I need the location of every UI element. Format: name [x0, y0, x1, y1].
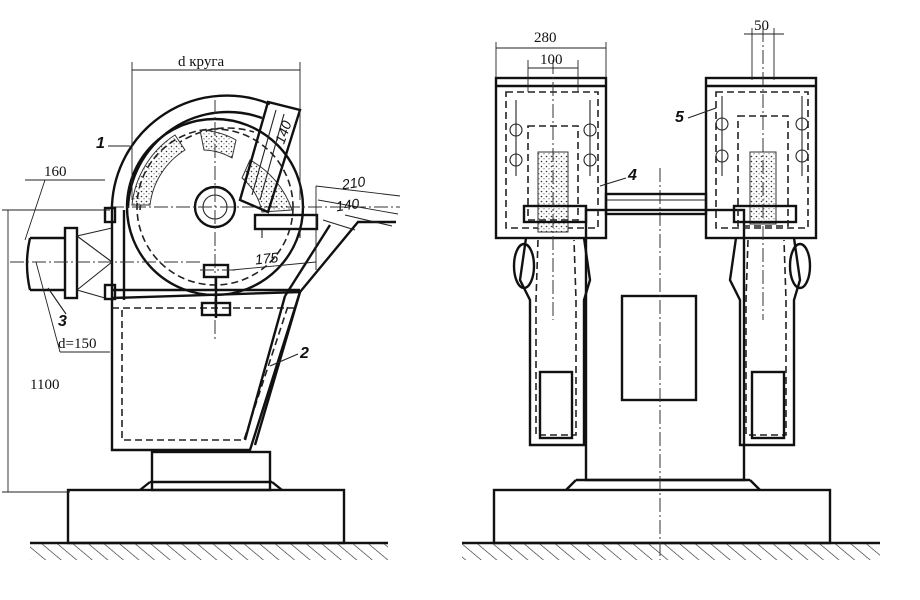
svg-text:2: 2 [299, 345, 309, 362]
dim-140-right: 140 [335, 195, 361, 214]
ground-right [462, 541, 880, 560]
dim-duct-diameter: d=150 [58, 336, 96, 352]
callout-3: 3 [47, 287, 67, 330]
dim-wheel-diameter: d круга [178, 54, 224, 70]
callout-4: 4 [599, 167, 637, 187]
chute [243, 214, 396, 446]
dim-280: 280 [534, 30, 557, 46]
callout-5: 5 [675, 107, 717, 126]
dim-50: 50 [754, 18, 769, 34]
tool-rest [253, 213, 319, 238]
dim-100: 100 [540, 52, 563, 68]
wheel-unit-right [704, 28, 818, 447]
ground-left [30, 541, 388, 560]
dim-160: 160 [44, 164, 67, 180]
base-plinth-left [66, 450, 346, 545]
base-plinth-right [492, 478, 832, 545]
dimension-lines-right [495, 28, 784, 92]
dim-140-top: 140 [272, 118, 295, 146]
callout-1: 1 [96, 135, 130, 152]
svg-text:3: 3 [58, 313, 67, 330]
dimension-lines-left [2, 62, 401, 493]
callout-2: 2 [269, 345, 309, 367]
center-column [584, 168, 746, 560]
dim-210: 210 [340, 173, 367, 192]
dim-1100: 1100 [30, 377, 59, 393]
svg-text:5: 5 [675, 109, 685, 126]
wheel-unit-left [494, 60, 608, 447]
svg-text:4: 4 [627, 167, 637, 184]
front-view: 280 100 50 4 5 [462, 18, 880, 560]
housing-body [110, 205, 302, 452]
exhaust-duct [10, 206, 200, 301]
spindle [200, 263, 235, 318]
svg-text:1: 1 [96, 135, 105, 152]
dim-175: 175 [254, 249, 279, 267]
side-view: d круга 160 1100 d=150 140 210 140 175 1… [2, 54, 401, 560]
